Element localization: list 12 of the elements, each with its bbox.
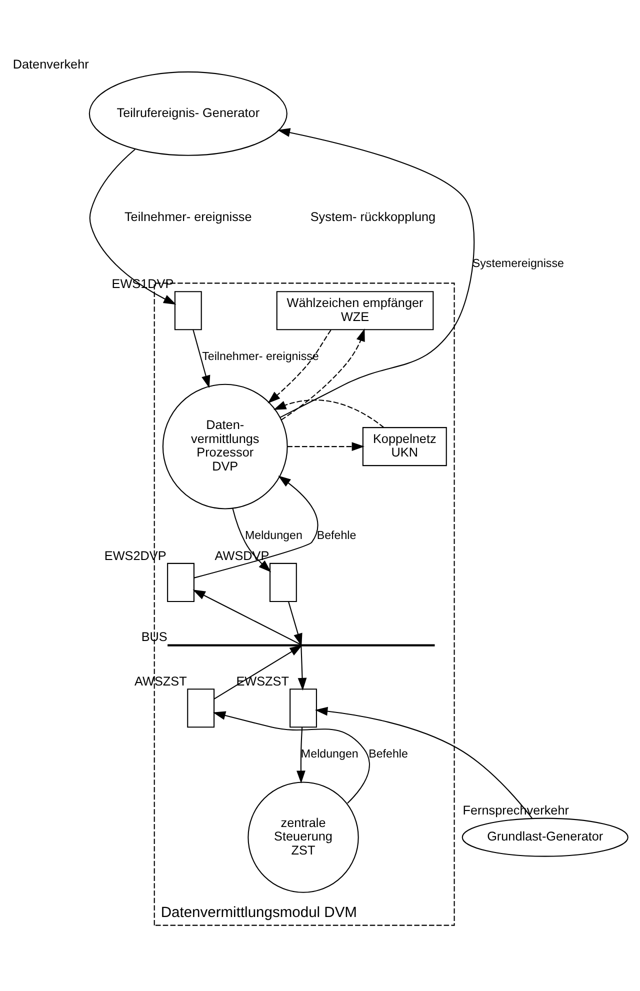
edge-label: Systemereignisse xyxy=(472,256,564,270)
label: Teilnehmer- ereignisse xyxy=(124,209,252,224)
edge-label: Befehle xyxy=(316,528,356,542)
node-label: AWSZST xyxy=(134,674,187,688)
edge-label: Meldungen xyxy=(300,747,358,760)
node-label: EWS2DVP xyxy=(104,548,166,562)
edge-label: Meldungen xyxy=(244,528,302,542)
edge-label: Teilnehmer- ereignisse xyxy=(202,350,319,363)
label: System- rückkopplung xyxy=(310,209,436,224)
edge-label: Befehle xyxy=(368,747,408,760)
node-label: Datenverkehr xyxy=(12,56,89,71)
node-label: BUS xyxy=(141,630,168,644)
